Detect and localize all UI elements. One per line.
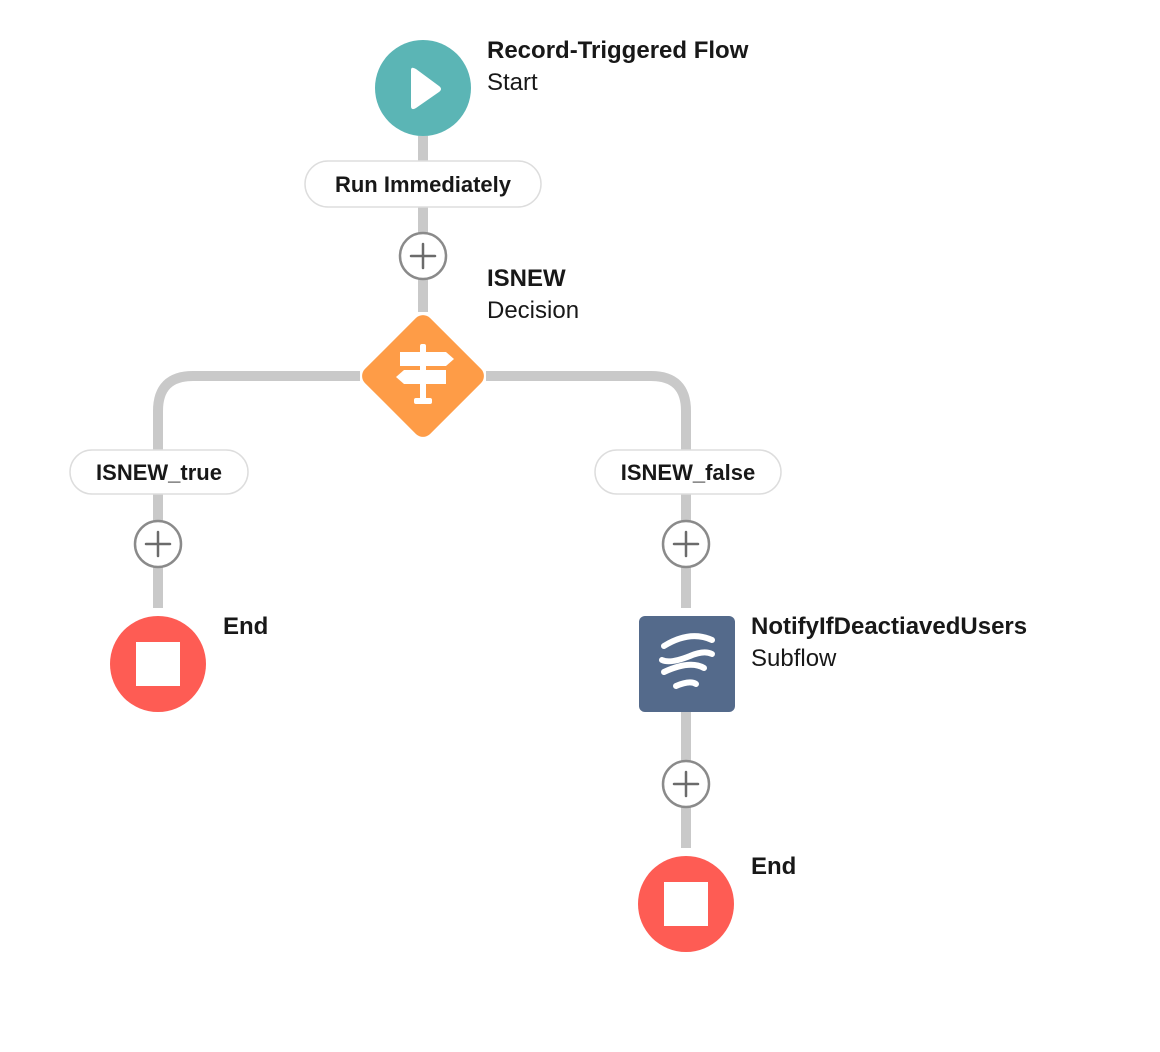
subflow-node-title: NotifyIfDeactiavedUsers	[751, 613, 1027, 640]
end-node-true-branch[interactable]	[110, 616, 206, 712]
decision-node[interactable]	[358, 311, 488, 441]
add-element-button[interactable]	[398, 231, 448, 281]
branch-true-label: ISNEW_true	[96, 460, 222, 485]
branch-true-pill[interactable]: ISNEW_true	[69, 449, 249, 495]
connector-decision-to-false-branch	[486, 371, 691, 608]
trigger-path-pill[interactable]: Run Immediately	[304, 160, 542, 208]
connectors	[153, 136, 691, 848]
add-element-button[interactable]	[661, 759, 711, 809]
start-node-subtitle: Start	[487, 69, 538, 96]
start-node[interactable]	[375, 40, 471, 136]
branch-false-pill[interactable]: ISNEW_false	[594, 449, 782, 495]
trigger-path-label: Run Immediately	[335, 172, 512, 197]
end-node-false-branch-title: End	[751, 853, 796, 880]
subflow-node-subtitle: Subflow	[751, 645, 837, 672]
stop-icon	[136, 642, 180, 686]
start-node-title: Record-Triggered Flow	[487, 37, 749, 64]
subflow-node[interactable]	[639, 616, 735, 712]
branch-false-label: ISNEW_false	[621, 460, 756, 485]
end-node-true-branch-title: End	[223, 613, 268, 640]
signpost-icon	[396, 344, 454, 404]
add-element-button[interactable]	[133, 519, 183, 569]
decision-node-title: ISNEW	[487, 265, 566, 292]
subflow-icon	[659, 633, 715, 689]
add-element-button[interactable]	[661, 519, 711, 569]
stop-icon	[664, 882, 708, 926]
play-icon	[411, 67, 441, 110]
connector-decision-to-true-branch	[153, 371, 360, 608]
decision-node-subtitle: Decision	[487, 297, 579, 324]
end-node-false-branch[interactable]	[638, 856, 734, 952]
